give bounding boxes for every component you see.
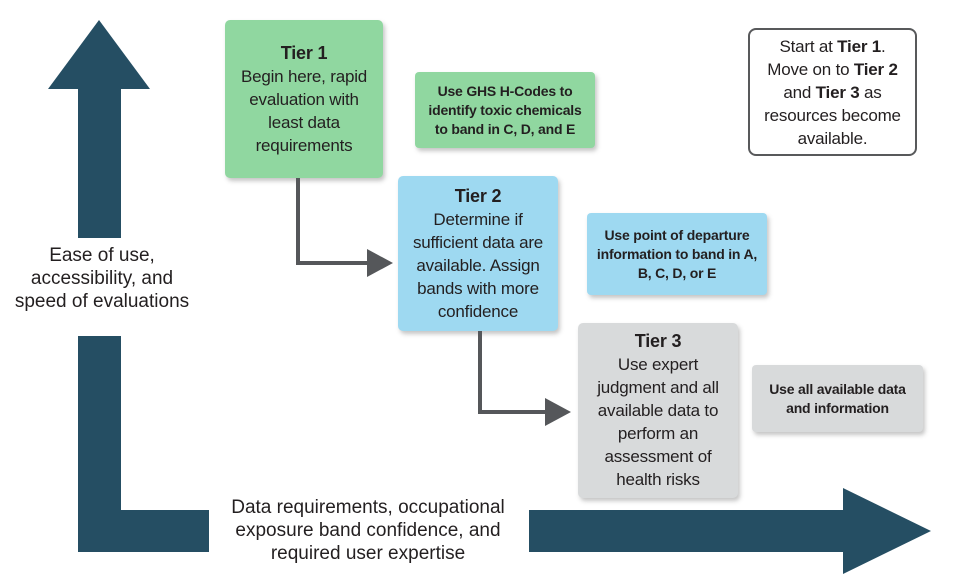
- callout-text: Start at Tier 1. Move on to Tier 2 and T…: [764, 36, 901, 148]
- tier1-body: Begin here, rapid evaluation with least …: [240, 66, 368, 155]
- connector-t2-t3-arrowhead-icon: [545, 398, 571, 426]
- y-axis-label-line: accessibility, and: [30, 268, 174, 289]
- tier3-box: Tier 3 Use expert judgment and all avail…: [578, 323, 738, 498]
- x-axis-bar-left: [78, 510, 209, 552]
- tier2-title: Tier 2: [454, 185, 502, 206]
- tier2-body: Determine if sufficient data are availab…: [412, 209, 544, 321]
- right-arrow-head-icon: [843, 488, 931, 574]
- y-axis-label-line: speed of evaluations: [14, 291, 190, 312]
- y-axis-label-line: Ease of use,: [49, 245, 155, 266]
- up-arrow-head-icon: [48, 20, 150, 89]
- note-all-available-data-text: Use all available data and information: [769, 380, 906, 416]
- connector-t2-t3-horizontal: [478, 410, 547, 414]
- tier3-title: Tier 3: [634, 331, 682, 351]
- note-point-of-departure-text: Use point of departure information to ba…: [596, 226, 758, 281]
- tier1-box: Tier 1 Begin here, rapid evaluation with…: [225, 20, 383, 178]
- tier1-title: Tier 1: [280, 42, 328, 63]
- note-ghs-hcodes-text: Use GHS H-Codes to identify toxic chemic…: [428, 82, 582, 137]
- x-axis-label-line: exposure band confidence, and: [235, 520, 501, 541]
- callout-box: Start at Tier 1. Move on to Tier 2 and T…: [748, 28, 917, 156]
- note-point-of-departure: Use point of departure information to ba…: [587, 213, 767, 295]
- x-axis-label-line: Data requirements, occupational: [231, 497, 505, 518]
- tier3-body: Use expert judgment and all available da…: [597, 355, 719, 489]
- y-axis-shaft-upper: [78, 88, 121, 238]
- tier2-box: Tier 2 Determine if sufficient data are …: [398, 176, 558, 331]
- x-axis-bar-right: [529, 510, 843, 552]
- x-axis-label-line: required user expertise: [270, 543, 466, 564]
- note-all-available-data: Use all available data and information: [752, 365, 923, 432]
- connector-t1-t2-arrowhead-icon: [367, 249, 393, 277]
- y-axis-label: Ease of use, accessibility, and speed of…: [8, 244, 196, 313]
- note-ghs-hcodes: Use GHS H-Codes to identify toxic chemic…: [415, 72, 595, 148]
- x-axis-label: Data requirements, occupational exposure…: [212, 496, 524, 565]
- connector-t2-t3-vertical: [478, 331, 482, 414]
- connector-t1-t2-vertical: [296, 178, 300, 265]
- connector-t1-t2-horizontal: [296, 261, 369, 265]
